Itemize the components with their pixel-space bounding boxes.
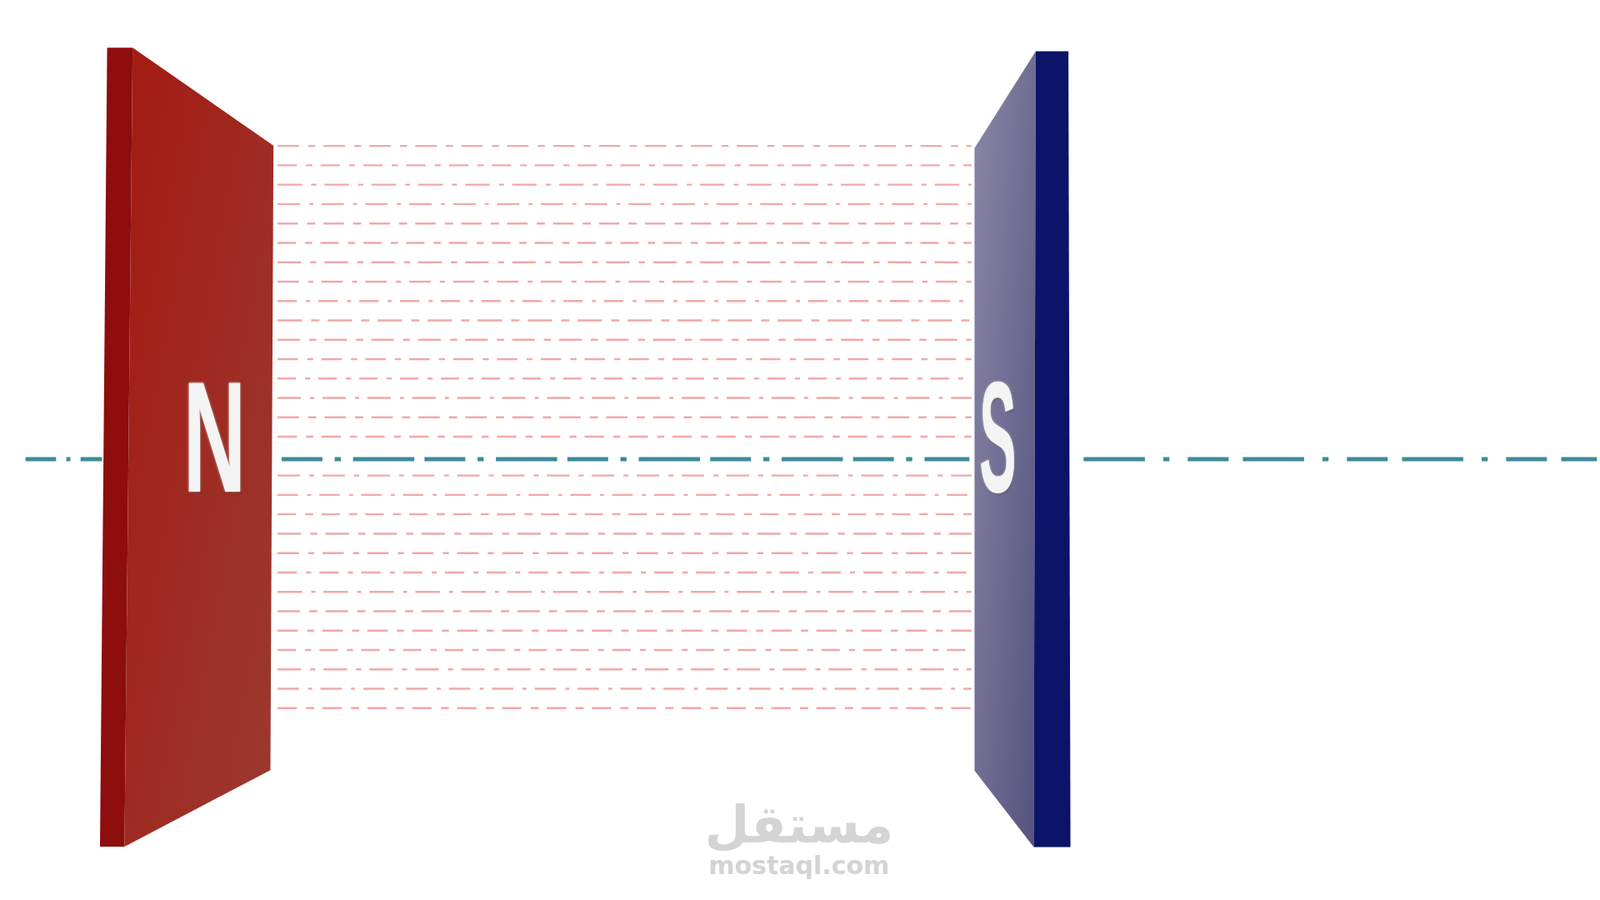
field-line — [277, 241, 972, 244]
field-line — [277, 339, 972, 341]
field-line — [277, 668, 972, 670]
field-line — [277, 571, 972, 574]
watermark-url: mostaql.com — [708, 850, 890, 880]
field-line — [277, 203, 972, 205]
field-line — [277, 164, 972, 166]
field-line — [277, 610, 972, 612]
field-line — [277, 280, 972, 283]
pole-letter: S — [979, 357, 1016, 516]
field-line — [277, 707, 972, 710]
field-line — [277, 183, 972, 185]
field-lines — [277, 145, 972, 709]
field-line — [277, 630, 972, 632]
field-line — [277, 494, 972, 496]
south-pole-plate: S — [972, 49, 1073, 850]
field-line — [277, 532, 972, 535]
field-line — [277, 145, 972, 147]
field-line — [277, 300, 972, 302]
field-line — [277, 649, 972, 651]
field-line — [277, 551, 972, 554]
field-line — [277, 474, 972, 476]
field-line — [277, 687, 972, 690]
field-line — [277, 396, 972, 399]
field-line — [277, 416, 972, 419]
field-line — [277, 435, 972, 438]
field-line — [277, 377, 972, 380]
field-line — [277, 222, 972, 225]
field-line — [277, 590, 972, 593]
field-line — [277, 513, 972, 515]
field-line — [277, 319, 972, 321]
field-line — [277, 260, 972, 263]
watermark-arabic: مستقل — [704, 794, 894, 855]
field-line — [277, 358, 972, 360]
north-pole-plate: N — [100, 46, 276, 849]
pole-letter: N — [182, 357, 245, 516]
